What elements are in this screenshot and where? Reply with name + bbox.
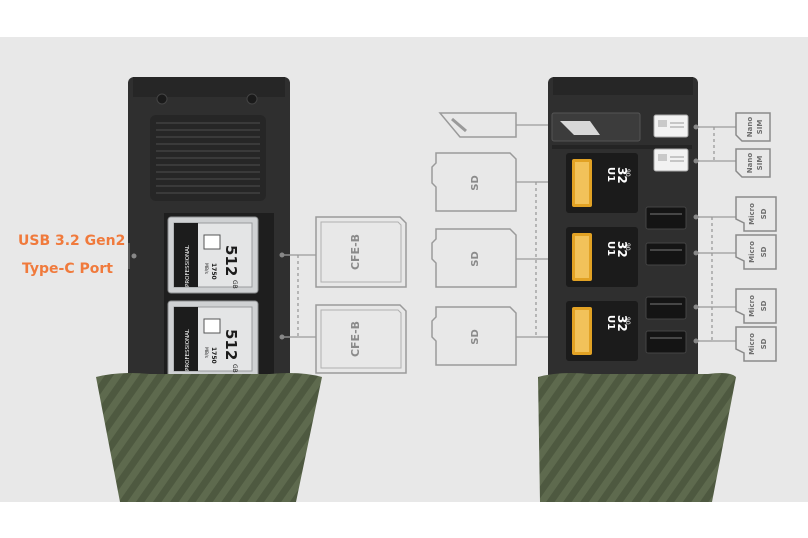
cfexpress-card: PROFESSIONAL 512 GB 1750 MB/s [167, 300, 259, 378]
sd-card-speed: 90 [624, 169, 631, 177]
cfe-slot-outline: CFE-B [315, 216, 407, 288]
card-speed-unit: MB/s [203, 263, 209, 274]
micro-sd-card [645, 206, 687, 230]
nano-sim-outline: Nano SIM [735, 112, 771, 142]
card-unit: GB [231, 280, 238, 289]
micro-sd-label-line1: Micro [748, 241, 756, 263]
micro-sd-card [645, 330, 687, 354]
port-callout-line1: USB 3.2 Gen2 [18, 233, 126, 249]
micro-sd-outline: Micro SD [735, 234, 777, 270]
port-callout-line2: Type-C Port [22, 261, 113, 277]
card-speed-unit: MB/s [203, 347, 209, 358]
nano-sim-outline: Nano SIM [735, 148, 771, 178]
micro-sd-label-line2: SD [760, 246, 768, 257]
cfexpress-card: PROFESSIONAL 512 GB 1750 MB/s [167, 216, 259, 294]
sd-card-speed: 90 [624, 243, 631, 251]
right-grip [538, 373, 736, 502]
sd-card: U1 32 90 [566, 153, 638, 213]
micro-sd-outline: Micro SD [735, 326, 777, 362]
cfe-slot-label: CFE-B [349, 234, 362, 270]
port-marker [131, 253, 137, 259]
nano-sim-label-line1: Nano [746, 153, 754, 174]
sd-slot-outline: SD [431, 152, 517, 212]
card-capacity: 512 [222, 329, 240, 360]
card-brand: PROFESSIONAL [185, 244, 191, 287]
micro-sd-label-line2: SD [760, 300, 768, 311]
micro-sd-outline: Micro SD [735, 196, 777, 232]
nano-sim-label-line1: Nano [746, 117, 754, 138]
sd-card-class: U1 [605, 315, 616, 330]
micro-sd-label-line2: SD [760, 208, 768, 219]
sd-card-class: U1 [605, 241, 616, 256]
card-unit: GB [231, 364, 238, 373]
sd-card-class: U1 [605, 167, 616, 182]
product-image: USB 3.2 Gen2 Type-C Port [0, 37, 808, 502]
micro-sd-label-line1: Micro [748, 333, 756, 355]
nano-sim-label-line2: SIM [756, 156, 764, 171]
sd-slot-label: SD [470, 251, 481, 267]
sd-card-capacity: 32 [615, 315, 629, 332]
sd-slot-label: SD [470, 329, 481, 345]
sd-slot-outline: SD [431, 306, 517, 366]
sd-card-capacity: 32 [615, 167, 629, 184]
micro-sd-card [645, 296, 687, 320]
left-grip [96, 373, 322, 502]
sd-card-speed: 90 [624, 317, 631, 325]
card-speed: 1750 [210, 347, 217, 364]
cfe-slot-label: CFE-B [349, 321, 362, 357]
nano-sim-label-line2: SIM [756, 120, 764, 135]
sd-card: U1 32 90 [566, 227, 638, 287]
micro-sd-label-line1: Micro [748, 295, 756, 317]
micro-sd-card [645, 242, 687, 266]
cfe-slot-outline: CFE-B [315, 304, 407, 374]
sd-slot-label: SD [470, 175, 481, 191]
card-capacity: 512 [222, 245, 240, 276]
sd-card-capacity: 32 [615, 241, 629, 258]
card-speed: 1750 [210, 263, 217, 280]
nano-sim-card [653, 148, 689, 172]
card-tool-outline [438, 112, 517, 138]
micro-sd-label-line1: Micro [748, 203, 756, 225]
sd-card: U1 32 90 [566, 301, 638, 361]
sd-slot-outline: SD [431, 228, 517, 288]
micro-sd-label-line2: SD [760, 338, 768, 349]
illustration: PROFESSIONAL 512 GB 1750 MB/s PROFESSION… [96, 77, 777, 502]
nano-sim-card [653, 114, 689, 138]
card-brand: PROFESSIONAL [185, 328, 191, 371]
micro-sd-outline: Micro SD [735, 288, 777, 324]
